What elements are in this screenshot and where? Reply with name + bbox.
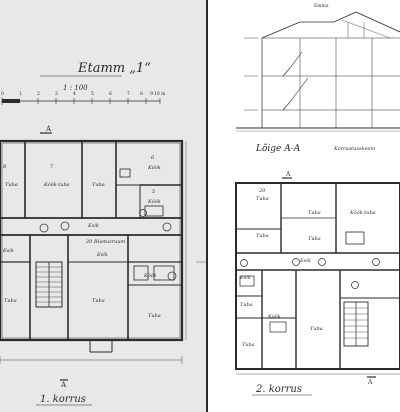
right-section-mark-bottom: A	[367, 376, 376, 386]
scale-tick: 5	[91, 91, 94, 97]
scale-tick: 2	[37, 91, 40, 97]
room-number: 6	[151, 155, 155, 161]
scale-tick: 0	[1, 91, 4, 97]
room-name: Tuba	[256, 233, 269, 239]
section-title: Lõige A-A	[255, 143, 301, 154]
scale-tick: 3	[55, 91, 58, 97]
right-room-labels: 20 Tuba Tuba Köök-tuba Tuba Tuba Esik Es…	[239, 188, 376, 348]
room-number: 20	[85, 239, 93, 245]
room-name: Tuba	[308, 210, 321, 216]
room-name: Tuba	[308, 236, 321, 242]
room-name: Tuba	[4, 298, 17, 304]
room-name: Köök	[147, 165, 161, 171]
room-number: 7	[50, 164, 54, 170]
left-floor-plan	[0, 139, 206, 364]
left-drawing-sheet	[0, 0, 207, 412]
room-name: Esik	[87, 223, 99, 229]
scale-tick: 6	[109, 91, 112, 97]
right-section-mark-top: A	[282, 171, 292, 179]
room-number: 8	[3, 164, 6, 170]
right-header-label: Emma	[314, 3, 329, 9]
scale-tick: 8	[140, 91, 143, 97]
section-mark-bottom: A	[60, 379, 68, 389]
svg-text:A: A	[60, 381, 67, 389]
room-name: Tuba	[310, 326, 323, 332]
scale-bar	[1, 97, 161, 105]
right-floor-label: 2. korrus	[255, 384, 302, 395]
room-name: Köök-tuba	[43, 182, 70, 188]
room-name: Tuba	[242, 342, 255, 348]
room-name: Esik	[96, 252, 108, 258]
room-name: Köök-tuba	[349, 210, 376, 216]
room-name: Tuba	[92, 298, 105, 304]
sheet-divider	[206, 0, 208, 412]
left-floor-label: 1. korrus	[40, 394, 86, 405]
room-name: Riietusruum	[93, 239, 126, 245]
room-number: 20	[258, 188, 266, 194]
section-side-note: Korrustusskeem	[333, 146, 375, 152]
room-name: Esik	[299, 258, 311, 264]
scale-tick-labels: 0 1 2 3 4 5 6 7 8 9 10 m	[1, 91, 166, 97]
scale-tick: 9	[150, 91, 153, 97]
room-name: Esik	[2, 248, 14, 254]
scale-tick: 4	[73, 91, 76, 97]
svg-text:A: A	[45, 125, 52, 133]
room-name: Köök	[147, 199, 161, 205]
room-name: Köök	[143, 273, 157, 279]
room-name: Tuba	[256, 196, 269, 202]
section-a-a-drawing: Emma	[236, 3, 400, 132]
room-name: Tuba	[5, 182, 18, 188]
room-name: Tuba	[92, 182, 105, 188]
left-scale-label: 1 : 100	[63, 84, 88, 92]
room-name: Köök	[267, 314, 281, 320]
left-sheet-title: Etamm „1“	[77, 61, 151, 76]
right-floor-plan	[235, 182, 400, 375]
scale-tick: 10 m	[154, 91, 166, 97]
room-name: Tuba	[240, 302, 253, 308]
svg-text:A: A	[285, 171, 291, 178]
left-room-labels: 8 Tuba 7 Köök-tuba Tuba 6 Köök 5 Köök Es…	[2, 155, 161, 319]
svg-text:A: A	[367, 379, 373, 386]
scale-tick: 7	[127, 91, 130, 97]
room-name: Esik	[239, 275, 251, 281]
section-mark-top: A	[40, 125, 52, 134]
room-number: 5	[152, 189, 155, 195]
scale-tick: 1	[19, 91, 22, 97]
room-name: Tuba	[148, 313, 161, 319]
